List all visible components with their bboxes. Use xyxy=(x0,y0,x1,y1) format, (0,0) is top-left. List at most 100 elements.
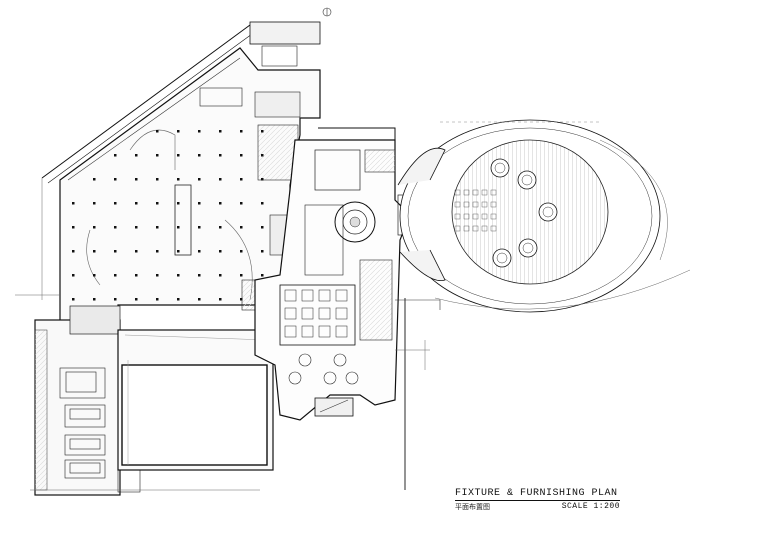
pavilion-chair xyxy=(481,189,488,196)
dining-table xyxy=(318,289,331,302)
pavilion-chair xyxy=(472,225,479,232)
structural-column xyxy=(114,298,117,301)
feature-table-inner xyxy=(494,162,506,174)
banquet-tables xyxy=(288,353,359,385)
structural-column xyxy=(240,250,243,253)
structural-column xyxy=(114,226,117,229)
pavilion-chair xyxy=(472,213,479,220)
structural-column xyxy=(156,250,159,253)
structural-column xyxy=(198,226,201,229)
structural-column xyxy=(198,178,201,181)
structural-column xyxy=(135,154,138,157)
structural-column xyxy=(135,274,138,277)
structural-column xyxy=(156,130,159,133)
structural-column xyxy=(72,274,75,277)
meeting-rooms xyxy=(34,305,141,496)
round-table xyxy=(323,371,337,385)
round-table xyxy=(333,353,347,367)
structural-column xyxy=(240,202,243,205)
site-boundary xyxy=(15,127,441,491)
conference-tables xyxy=(65,371,101,474)
pavilion-seating xyxy=(454,189,497,232)
structural-column xyxy=(261,226,264,229)
structural-column xyxy=(240,226,243,229)
structural-column xyxy=(219,154,222,157)
structural-column xyxy=(240,298,243,301)
structural-column xyxy=(261,130,264,133)
dining-table xyxy=(284,289,297,302)
structural-column xyxy=(93,250,96,253)
feature-table-inner xyxy=(542,206,554,218)
structural-column xyxy=(114,250,117,253)
pavilion-chair xyxy=(463,213,470,220)
dining-table xyxy=(335,307,348,320)
structural-column xyxy=(135,226,138,229)
structural-column xyxy=(72,250,75,253)
structural-column xyxy=(261,178,264,181)
pavilion-chair xyxy=(490,201,497,208)
structural-column xyxy=(177,130,180,133)
round-table xyxy=(298,353,312,367)
conference-table xyxy=(69,438,101,450)
title-rule xyxy=(455,500,620,501)
structural-column xyxy=(114,274,117,277)
pavilion-chair xyxy=(472,201,479,208)
structural-column xyxy=(135,250,138,253)
structural-column xyxy=(198,298,201,301)
pavilion-chair xyxy=(454,201,461,208)
structural-column xyxy=(219,178,222,181)
structural-column xyxy=(93,178,96,181)
structural-column xyxy=(219,130,222,133)
structural-column xyxy=(198,274,201,277)
feature-table-inner xyxy=(521,174,533,186)
structural-column xyxy=(219,250,222,253)
feature-table xyxy=(490,158,510,178)
structural-column xyxy=(261,274,264,277)
structural-column xyxy=(198,154,201,157)
dining-table xyxy=(318,307,331,320)
dining-table xyxy=(335,325,348,338)
structural-column xyxy=(114,202,117,205)
pavilion-chair xyxy=(472,189,479,196)
pavilion-feature-tables xyxy=(490,158,558,268)
structural-column xyxy=(219,298,222,301)
structural-column xyxy=(261,202,264,205)
north-arrow-icon xyxy=(322,7,332,17)
structural-column xyxy=(156,154,159,157)
structural-column xyxy=(177,250,180,253)
structural-column xyxy=(177,178,180,181)
dining-table xyxy=(301,325,314,338)
column-grid xyxy=(72,130,264,301)
structural-column xyxy=(72,226,75,229)
oval-pavilion xyxy=(397,119,691,313)
drawing-title: FIXTURE & FURNISHING PLAN xyxy=(455,488,618,499)
pavilion-chair xyxy=(481,213,488,220)
dining-table xyxy=(335,289,348,302)
structural-column xyxy=(93,202,96,205)
structural-column xyxy=(93,298,96,301)
feature-table xyxy=(518,238,538,258)
structural-column xyxy=(156,202,159,205)
round-table xyxy=(288,371,302,385)
structural-column xyxy=(198,202,201,205)
structural-column xyxy=(135,298,138,301)
structural-column xyxy=(72,298,75,301)
pavilion-chair xyxy=(481,225,488,232)
round-table xyxy=(345,371,359,385)
structural-column xyxy=(156,298,159,301)
drawing-subtitle: 平面布置图 xyxy=(455,503,490,511)
pavilion-chair xyxy=(481,201,488,208)
pavilion-chair xyxy=(490,225,497,232)
dining-tables xyxy=(284,289,348,338)
pavilion-chair xyxy=(490,213,497,220)
structural-column xyxy=(219,202,222,205)
structural-column xyxy=(177,154,180,157)
pavilion-chair xyxy=(463,225,470,232)
feature-table xyxy=(492,248,512,268)
structural-column xyxy=(219,274,222,277)
structural-column xyxy=(261,250,264,253)
dining-table xyxy=(301,289,314,302)
structural-column xyxy=(72,202,75,205)
dining-table xyxy=(284,307,297,320)
structural-column xyxy=(240,274,243,277)
